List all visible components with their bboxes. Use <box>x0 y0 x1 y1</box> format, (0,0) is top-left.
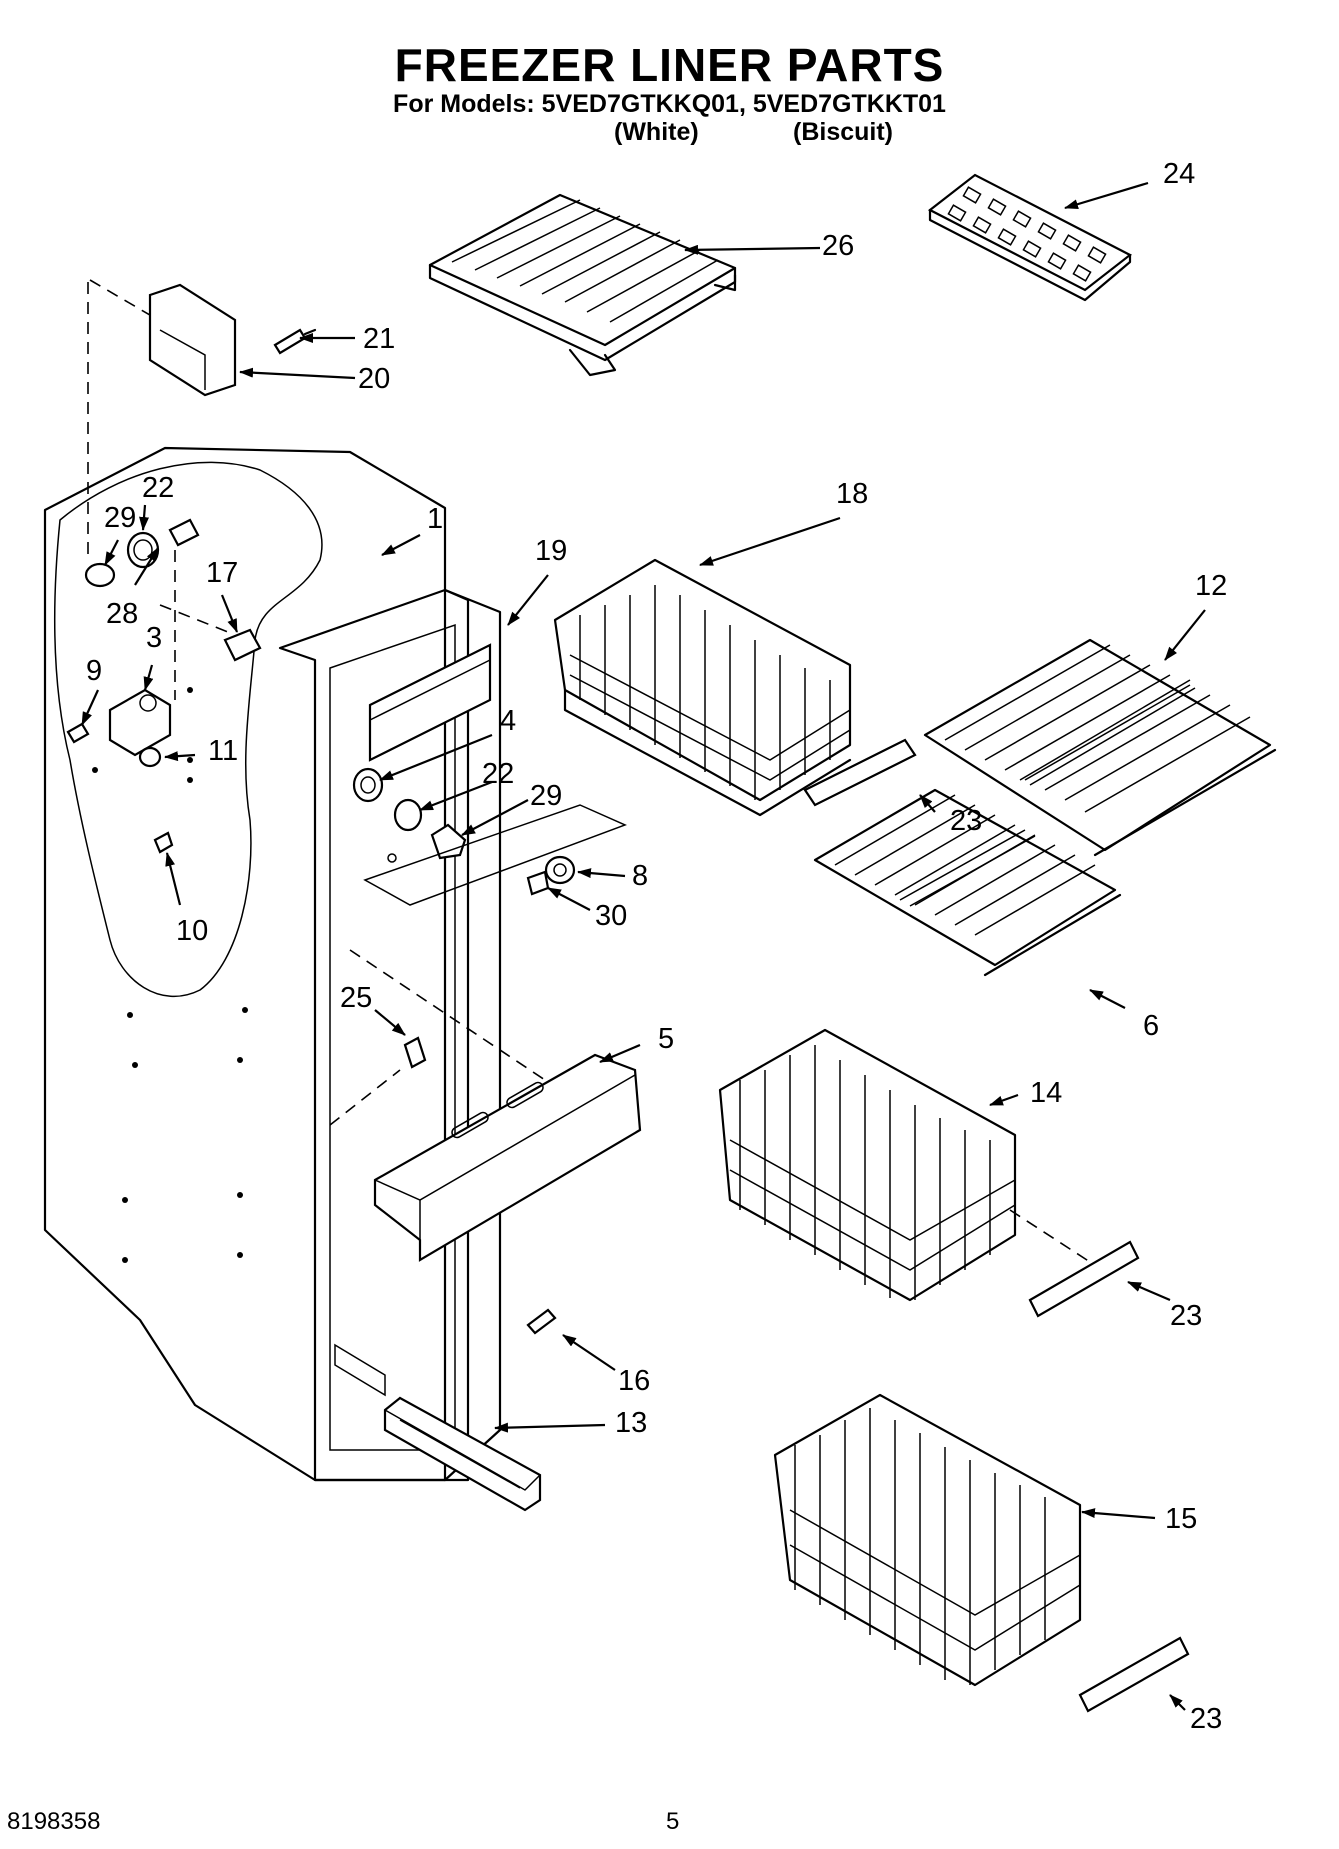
shelf-part-26 <box>428 193 737 377</box>
deflector-part-5 <box>373 1053 642 1262</box>
switch-part-28 <box>168 518 200 547</box>
light-housing-part-4 <box>352 767 384 803</box>
callout-13: 13 <box>615 1407 647 1439</box>
callout-21: 21 <box>363 323 395 355</box>
callout-11: 11 <box>208 735 238 767</box>
callout-26: 26 <box>822 230 854 262</box>
screw-part-9 <box>66 722 90 744</box>
socket-part-22-front <box>393 798 423 832</box>
screw-part-16 <box>526 1308 557 1335</box>
callout-5: 5 <box>658 1023 674 1055</box>
thermostat-part-3 <box>108 688 172 757</box>
bumper-part-23-a <box>803 738 917 807</box>
page-number: 5 <box>666 1808 680 1835</box>
callout-28: 28 <box>106 598 138 630</box>
callout-29: 29 <box>104 502 136 534</box>
panel-part-19 <box>368 643 492 762</box>
socket-part-22 <box>126 531 160 569</box>
callout-30: 30 <box>595 900 627 932</box>
callout-20: 20 <box>358 363 390 395</box>
document-number: 8198358 <box>7 1808 101 1835</box>
page-title: FREEZER LINER PARTS <box>394 39 945 91</box>
callout-22-front: 22 <box>482 758 514 790</box>
nut-part-30 <box>526 870 550 896</box>
callout-23-b: 23 <box>1170 1300 1202 1332</box>
callout-15: 15 <box>1165 1503 1197 1535</box>
ice-tray-part-24 <box>927 173 1133 302</box>
bracket-part-20 <box>148 283 237 397</box>
clip-part-17 <box>223 628 262 662</box>
bulb-part-29-front <box>430 823 467 860</box>
grille-part-13 <box>383 1396 542 1512</box>
callout-16: 16 <box>618 1365 650 1397</box>
callout-labels: 24 26 21 20 22 29 1 18 19 12 17 28 3 4 9… <box>86 158 1227 1735</box>
clip-part-25 <box>403 1036 427 1069</box>
screw-part-21 <box>273 328 317 355</box>
callout-8: 8 <box>632 860 648 892</box>
callout-29-front: 29 <box>530 780 562 812</box>
bumper-part-23-c <box>1078 1636 1190 1713</box>
callout-19: 19 <box>535 535 567 567</box>
callout-10: 10 <box>176 915 208 947</box>
callout-4: 4 <box>500 705 516 737</box>
callout-17: 17 <box>206 557 238 589</box>
shelf-part-6 <box>813 788 1122 977</box>
callout-24: 24 <box>1163 158 1195 190</box>
callout-6: 6 <box>1143 1010 1159 1042</box>
bulb-part-29 <box>84 562 116 588</box>
callout-3: 3 <box>146 622 162 654</box>
screw-part-10 <box>153 831 174 854</box>
shelf-part-12 <box>923 638 1277 857</box>
variant-biscuit-label: (Biscuit) <box>793 118 893 146</box>
basket-part-18 <box>553 558 852 817</box>
callout-12: 12 <box>1195 570 1227 602</box>
knob-part-11 <box>138 746 162 768</box>
basket-part-15 <box>773 1393 1082 1687</box>
callout-1: 1 <box>427 503 443 535</box>
cover-part-8 <box>544 855 576 885</box>
callout-14: 14 <box>1030 1077 1062 1109</box>
variant-white-label: (White) <box>614 118 699 146</box>
bracket-plate <box>363 804 627 906</box>
bumper-part-23-b <box>1028 1240 1140 1318</box>
basket-part-14 <box>718 1028 1017 1302</box>
callout-arrows <box>80 181 1206 1711</box>
callout-9: 9 <box>86 655 102 687</box>
callout-23-c: 23 <box>1190 1703 1222 1735</box>
callout-18: 18 <box>836 478 868 510</box>
models-line: For Models: 5VED7GTKKQ01, 5VED7GTKKT01 <box>393 90 946 118</box>
callout-23-a: 23 <box>950 805 982 837</box>
callout-25: 25 <box>340 982 372 1014</box>
callout-22: 22 <box>142 472 174 504</box>
